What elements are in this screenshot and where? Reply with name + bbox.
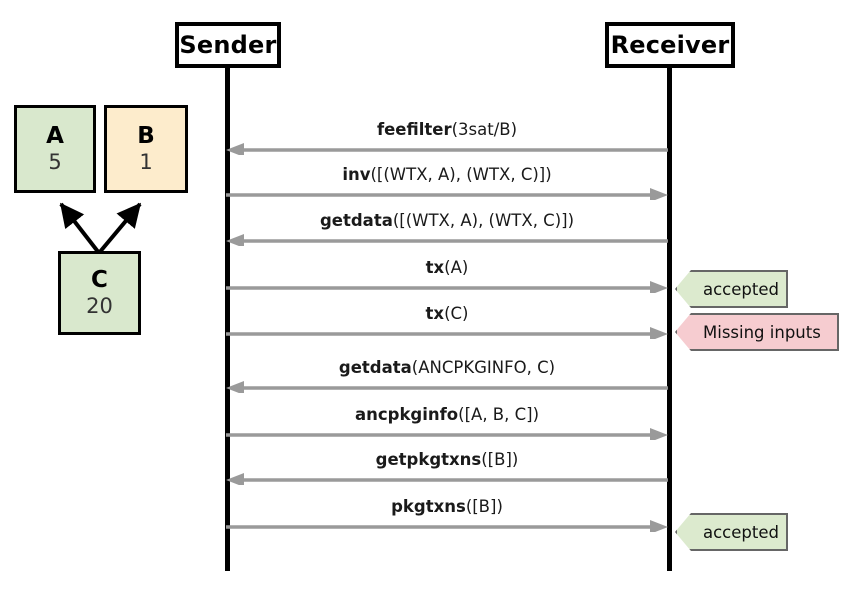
message-fn-name: pkgtxns (391, 496, 466, 516)
message-args: ([(WTX, A), (WTX, C)]) (392, 210, 575, 230)
message-label-pkgtxns: pkgtxns([B]) (226, 496, 668, 516)
message-arrow-right (226, 186, 668, 200)
message-label-getdata: getdata([(WTX, A), (WTX, C)]) (226, 210, 668, 230)
lifeline-sender (225, 67, 230, 571)
message-row-tx: tx(C) (226, 295, 668, 339)
message-row-getdata: getdata(ANCPKGINFO, C) (226, 349, 668, 393)
message-fn-name: getpkgtxns (375, 449, 482, 469)
tx-b-name: B (137, 123, 155, 150)
message-args: (3sat/B) (451, 119, 518, 139)
message-row-pkgtxns: pkgtxns([B]) (226, 488, 668, 532)
message-label-getdata: getdata(ANCPKGINFO, C) (226, 357, 668, 377)
message-arrow-left (226, 379, 668, 393)
message-row-ancpkginfo: ancpkginfo([A, B, C]) (226, 396, 668, 440)
tx-b-fee: 1 (139, 149, 153, 174)
message-row-feefilter: feefilter(3sat/B) (226, 111, 668, 155)
status-badge-accepted: accepted (675, 270, 788, 308)
message-args: ([B]) (481, 449, 519, 469)
message-row-inv: inv([(WTX, A), (WTX, C)]) (226, 156, 668, 200)
message-label-tx: tx(C) (226, 303, 668, 323)
message-args: (ANCPKGINFO, C) (411, 357, 556, 377)
message-arrow-left (226, 141, 668, 155)
message-arrow-right (226, 279, 668, 293)
message-label-getpkgtxns: getpkgtxns([B]) (226, 449, 668, 469)
message-fn-name: getdata (338, 357, 412, 377)
message-args: ([B]) (465, 496, 503, 516)
message-fn-name: tx (425, 257, 445, 277)
message-args: (A) (444, 257, 469, 277)
message-label-ancpkginfo: ancpkginfo([A, B, C]) (226, 404, 668, 424)
participant-receiver: Receiver (605, 22, 735, 68)
status-badge-label: accepted (703, 279, 779, 299)
tx-a-fee: 5 (48, 149, 62, 174)
message-arrow-right (226, 325, 668, 339)
lifeline-receiver (667, 67, 672, 571)
edge-c-to-b (97, 202, 142, 255)
tx-a-name: A (46, 123, 64, 150)
message-label-feefilter: feefilter(3sat/B) (226, 119, 668, 139)
participant-sender: Sender (175, 22, 281, 68)
message-row-getpkgtxns: getpkgtxns([B]) (226, 441, 668, 485)
message-fn-name: ancpkginfo (354, 404, 459, 424)
message-fn-name: inv (342, 164, 371, 184)
message-args: ([A, B, C]) (458, 404, 540, 424)
message-fn-name: tx (425, 303, 445, 323)
participant-receiver-label: Receiver (610, 31, 730, 59)
message-arrow-right (226, 518, 668, 532)
message-arrow-left (226, 232, 668, 246)
message-fn-name: feefilter (376, 119, 452, 139)
message-label-tx: tx(A) (226, 257, 668, 277)
message-row-getdata: getdata([(WTX, A), (WTX, C)]) (226, 202, 668, 246)
message-fn-name: getdata (319, 210, 393, 230)
message-arrow-left (226, 471, 668, 485)
participant-sender-label: Sender (179, 31, 277, 59)
status-badge-accepted: accepted (675, 513, 788, 551)
status-badge-missing: Missing inputs (675, 313, 839, 351)
message-args: (C) (444, 303, 469, 323)
tx-c-fee: 20 (86, 293, 113, 318)
message-arrow-right (226, 426, 668, 440)
message-label-inv: inv([(WTX, A), (WTX, C)]) (226, 164, 668, 184)
tx-c-name: C (91, 267, 108, 294)
tx-box-b: B 1 (104, 105, 188, 193)
status-badge-label: Missing inputs (703, 322, 821, 342)
tx-box-a: A 5 (14, 105, 96, 193)
tx-box-c: C 20 (58, 251, 141, 335)
edge-c-to-a (59, 202, 101, 255)
message-row-tx: tx(A) (226, 249, 668, 293)
status-badge-label: accepted (703, 522, 779, 542)
message-args: ([(WTX, A), (WTX, C)]) (370, 164, 552, 184)
